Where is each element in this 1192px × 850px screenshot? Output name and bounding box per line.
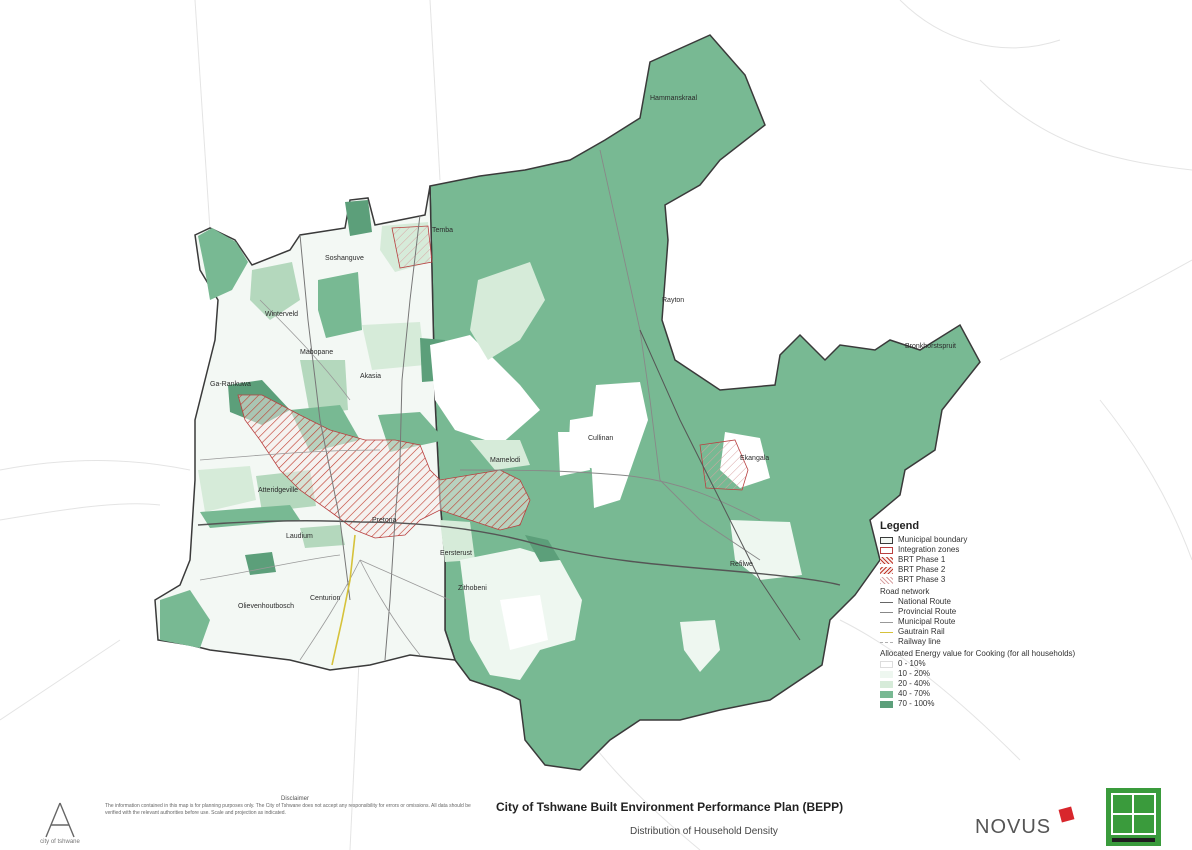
legend-label: National Route bbox=[898, 597, 951, 606]
place-label: Olievenhoutbosch bbox=[238, 603, 294, 610]
legend-label: Provincial Route bbox=[898, 607, 957, 616]
disclaimer-heading: Disclaimer bbox=[280, 796, 309, 802]
legend-roads-title: Road network bbox=[880, 587, 930, 596]
place-label: Hammanskraal bbox=[650, 95, 698, 102]
place-label: Zithobeni bbox=[458, 585, 487, 592]
place-label: Pretoria bbox=[372, 517, 397, 524]
place-label: Centurion bbox=[310, 595, 340, 602]
place-labels: Hammanskraal Temba Soshanguve Winterveld… bbox=[210, 95, 956, 610]
legend-swatch bbox=[880, 556, 893, 564]
legend-label: 40 - 70% bbox=[898, 689, 931, 698]
place-label: Soshanguve bbox=[325, 255, 364, 262]
legend-item: Integration zones bbox=[880, 545, 1185, 555]
map-title: City of Tshwane Built Environment Perfor… bbox=[496, 800, 844, 814]
legend-label: 20 - 40% bbox=[898, 679, 931, 688]
legend-line bbox=[880, 641, 893, 643]
road-network bbox=[197, 149, 841, 666]
legend-class: 0 - 10% bbox=[880, 659, 1185, 669]
legend-density-title: Allocated Energy value for Cooking (for … bbox=[880, 649, 1076, 658]
legend-line bbox=[880, 621, 893, 623]
legend-item: BRT Phase 2 bbox=[880, 565, 1185, 575]
disclaimer-text: The information contained in this map is… bbox=[105, 803, 471, 816]
place-label: Cullinan bbox=[588, 435, 613, 442]
place-label: Eersterust bbox=[440, 550, 472, 557]
legend-label: BRT Phase 1 bbox=[898, 555, 946, 564]
place-label: Ekangala bbox=[740, 455, 769, 462]
legend-label: Municipal Route bbox=[898, 617, 956, 626]
place-label: Ga-Rankuwa bbox=[210, 381, 251, 388]
legend-road: Municipal Route bbox=[880, 617, 1185, 627]
legend-line bbox=[880, 611, 893, 613]
legend-title: Legend bbox=[880, 520, 920, 532]
legend-label: 0 - 10% bbox=[898, 659, 926, 668]
legend-line bbox=[880, 631, 893, 633]
place-label: Akasia bbox=[360, 373, 381, 380]
legend-swatch bbox=[880, 536, 893, 544]
legend-label: BRT Phase 2 bbox=[898, 565, 946, 574]
place-label: Laudium bbox=[286, 533, 313, 540]
legend-label: 70 - 100% bbox=[898, 699, 935, 708]
legend-road: Railway line bbox=[880, 637, 1185, 647]
city-emblem-icon bbox=[45, 802, 75, 838]
disclaimer: Disclaimer The information contained in … bbox=[105, 796, 485, 817]
partner-logo bbox=[1106, 788, 1161, 846]
legend-road: National Route bbox=[880, 597, 1185, 607]
legend-label: Integration zones bbox=[898, 545, 960, 554]
novus-logo: NOVUS bbox=[975, 816, 1052, 838]
place-label: Refilwe bbox=[730, 561, 753, 568]
place-label: Temba bbox=[432, 227, 453, 234]
place-label: Atteridgeville bbox=[258, 487, 298, 494]
legend-road: Provincial Route bbox=[880, 607, 1185, 617]
place-label: Winterveld bbox=[265, 311, 298, 318]
legend-swatch bbox=[880, 566, 893, 574]
map-legend: Legend Municipal boundary Integration zo… bbox=[880, 520, 1185, 709]
legend-label: Railway line bbox=[898, 637, 941, 646]
legend-swatch bbox=[880, 670, 893, 678]
legend-line bbox=[880, 601, 893, 603]
legend-class: 10 - 20% bbox=[880, 669, 1185, 679]
legend-item: BRT Phase 3 bbox=[880, 575, 1185, 585]
density-patches-east bbox=[430, 262, 802, 680]
legend-class: 20 - 40% bbox=[880, 679, 1185, 689]
legend-swatch bbox=[880, 576, 893, 584]
legend-road: Gautrain Rail bbox=[880, 627, 1185, 637]
legend-label: Gautrain Rail bbox=[898, 627, 945, 636]
legend-label: Municipal boundary bbox=[898, 535, 968, 544]
legend-label: 10 - 20% bbox=[898, 669, 931, 678]
legend-swatch bbox=[880, 546, 893, 554]
legend-swatch bbox=[880, 690, 893, 698]
legend-swatch bbox=[880, 680, 893, 688]
legend-class: 70 - 100% bbox=[880, 699, 1185, 709]
brt-hatch-zones bbox=[237, 225, 749, 539]
place-label: Bronkhorstspruit bbox=[905, 343, 956, 350]
city-logo-text: city of tshwane bbox=[40, 839, 80, 845]
legend-item: Municipal boundary bbox=[880, 535, 1185, 545]
legend-swatch bbox=[880, 660, 893, 668]
city-logo: city of tshwane bbox=[20, 797, 100, 847]
partner-logo-icon bbox=[1111, 793, 1156, 842]
map-subtitle: Distribution of Household Density bbox=[630, 826, 778, 837]
place-label: Mamelodi bbox=[490, 457, 521, 464]
legend-class: 40 - 70% bbox=[880, 689, 1185, 699]
place-label: Mabopane bbox=[300, 349, 333, 356]
legend-item: BRT Phase 1 bbox=[880, 555, 1185, 565]
legend-label: BRT Phase 3 bbox=[898, 575, 946, 584]
place-label: Rayton bbox=[662, 297, 684, 304]
legend-swatch bbox=[880, 700, 893, 708]
